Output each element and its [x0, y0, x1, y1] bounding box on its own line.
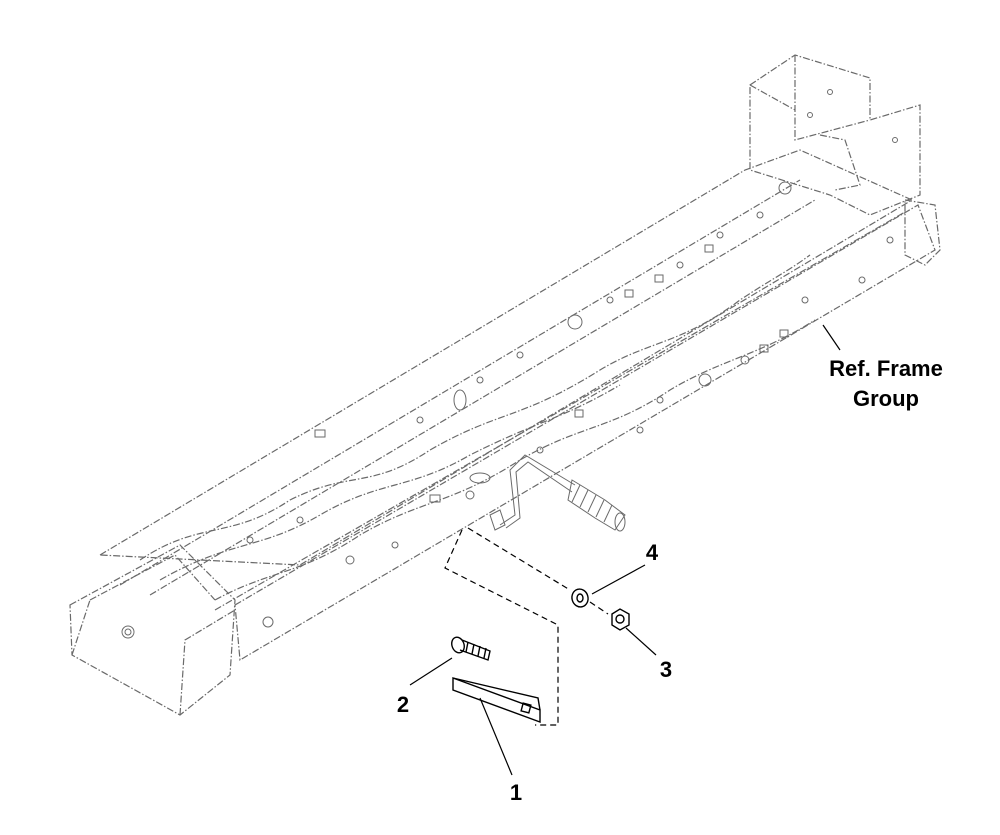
- callout-4: 4: [646, 540, 659, 565]
- part-4-washer: [571, 588, 589, 608]
- frame-group: [69, 54, 941, 716]
- reference-label-line1: Ref. Frame: [829, 356, 943, 381]
- crank-handle: [489, 454, 626, 532]
- part-3-nut: [611, 608, 630, 631]
- assembly-dash-lines: [444, 527, 609, 726]
- callout-2: 2: [397, 692, 409, 717]
- leader-lines: [409, 324, 841, 776]
- part-2-screw: [451, 636, 491, 661]
- callout-1: 1: [510, 780, 522, 805]
- reference-label-line2: Group: [853, 386, 919, 411]
- callout-3: 3: [660, 657, 672, 682]
- part-1-strap: [452, 676, 541, 724]
- frame-holes: [121, 89, 898, 639]
